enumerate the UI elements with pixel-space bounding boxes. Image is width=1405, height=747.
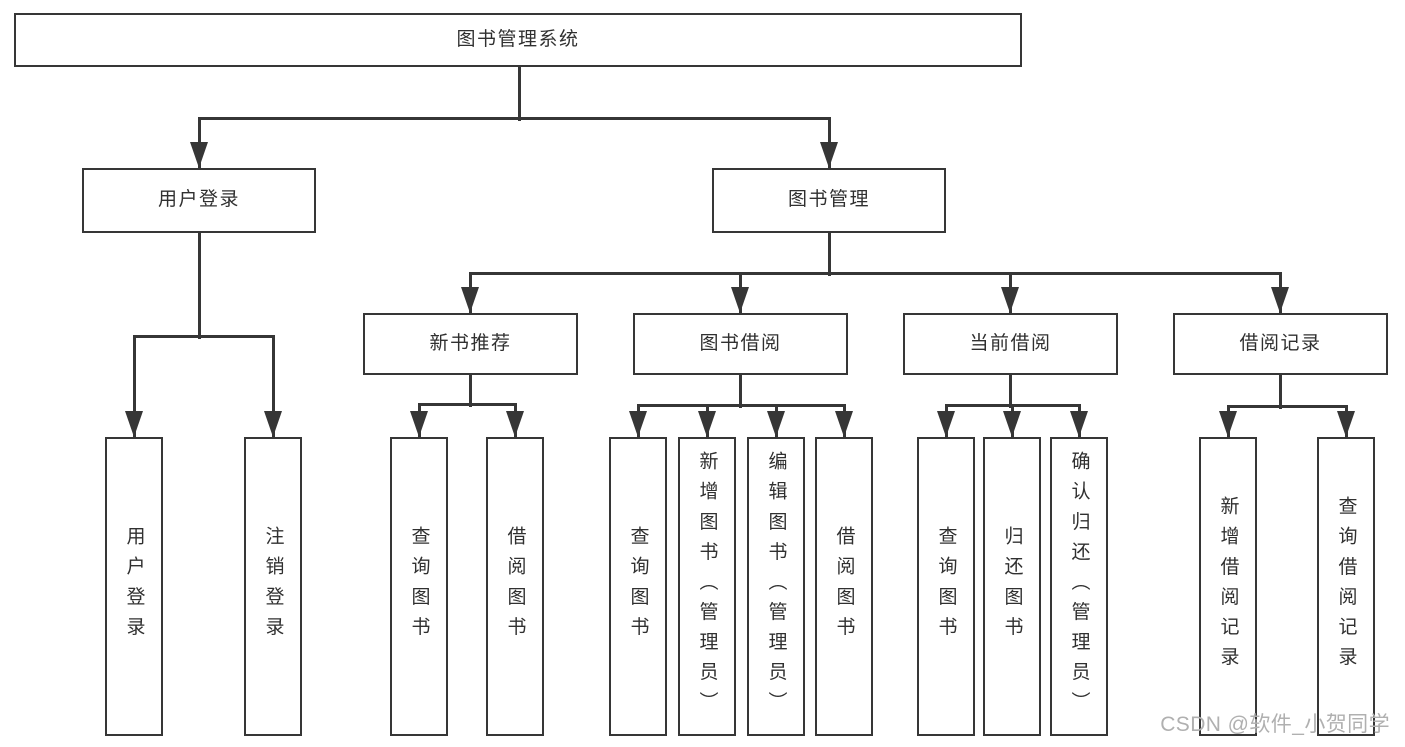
arrow-down-icon bbox=[1003, 411, 1021, 437]
leaf-borrowing-add-books-admin: 新增图书（管理员） bbox=[678, 437, 736, 736]
connector-drop-line bbox=[271, 334, 275, 437]
leaf-current-query-books: 查询图书 bbox=[917, 437, 975, 736]
node-current-borrowing: 当前借阅 bbox=[903, 313, 1118, 375]
connector-branch-line bbox=[197, 116, 831, 120]
arrow-down-icon bbox=[1070, 411, 1088, 437]
node-book-borrowing: 图书借阅 bbox=[633, 313, 848, 375]
leaf-newbooks-query-books: 查询图书 bbox=[390, 437, 448, 736]
arrow-down-icon bbox=[190, 142, 208, 168]
connector-trunk-line bbox=[738, 375, 742, 408]
leaf-current-return-books: 归还图书 bbox=[983, 437, 1041, 736]
watermark: CSDN @软件_小贺同学 bbox=[1160, 713, 1390, 736]
arrow-down-icon bbox=[731, 287, 749, 313]
arrow-down-icon bbox=[1271, 287, 1289, 313]
node-user-login: 用户登录 bbox=[82, 168, 316, 233]
arrow-down-icon bbox=[410, 411, 428, 437]
connector-trunk-line bbox=[468, 375, 472, 407]
connector-branch-line bbox=[1226, 404, 1348, 408]
node-book-management: 图书管理 bbox=[712, 168, 946, 233]
leaf-newbooks-borrow-books: 借阅图书 bbox=[486, 437, 544, 736]
node-library-management-system: 图书管理系统 bbox=[14, 13, 1022, 67]
leaf-records-add-record: 新增借阅记录 bbox=[1199, 437, 1257, 736]
leaf-logout: 注销登录 bbox=[244, 437, 302, 736]
connector-branch-line bbox=[636, 403, 846, 407]
arrow-down-icon bbox=[506, 411, 524, 437]
arrow-down-icon bbox=[629, 411, 647, 437]
leaf-current-confirm-return-admin: 确认归还（管理员） bbox=[1050, 437, 1108, 736]
arrow-down-icon bbox=[461, 287, 479, 313]
arrow-down-icon bbox=[937, 411, 955, 437]
leaf-records-query-record: 查询借阅记录 bbox=[1317, 437, 1375, 736]
connector-trunk-line bbox=[1008, 375, 1012, 408]
leaf-user-login: 用户登录 bbox=[105, 437, 163, 736]
node-borrowing-records: 借阅记录 bbox=[1173, 313, 1388, 375]
node-new-book-recommend: 新书推荐 bbox=[363, 313, 578, 375]
arrow-down-icon bbox=[1337, 411, 1355, 437]
connector-trunk-line bbox=[197, 233, 201, 339]
connector-trunk-line bbox=[1278, 375, 1282, 409]
arrow-down-icon bbox=[264, 411, 282, 437]
leaf-borrowing-edit-books-admin: 编辑图书（管理员） bbox=[747, 437, 805, 736]
arrow-down-icon bbox=[767, 411, 785, 437]
arrow-down-icon bbox=[1001, 287, 1019, 313]
connector-trunk-line bbox=[827, 233, 831, 276]
connector-branch-line bbox=[132, 334, 275, 338]
arrow-down-icon bbox=[835, 411, 853, 437]
connector-trunk-line bbox=[517, 67, 521, 121]
connector-branch-line bbox=[468, 271, 1282, 275]
connector-branch-line bbox=[417, 402, 517, 406]
arrow-down-icon bbox=[1219, 411, 1237, 437]
leaf-borrowing-borrow-books: 借阅图书 bbox=[815, 437, 873, 736]
leaf-borrowing-query-books: 查询图书 bbox=[609, 437, 667, 736]
connector-drop-line bbox=[132, 334, 136, 437]
arrow-down-icon bbox=[125, 411, 143, 437]
arrow-down-icon bbox=[698, 411, 716, 437]
arrow-down-icon bbox=[820, 142, 838, 168]
